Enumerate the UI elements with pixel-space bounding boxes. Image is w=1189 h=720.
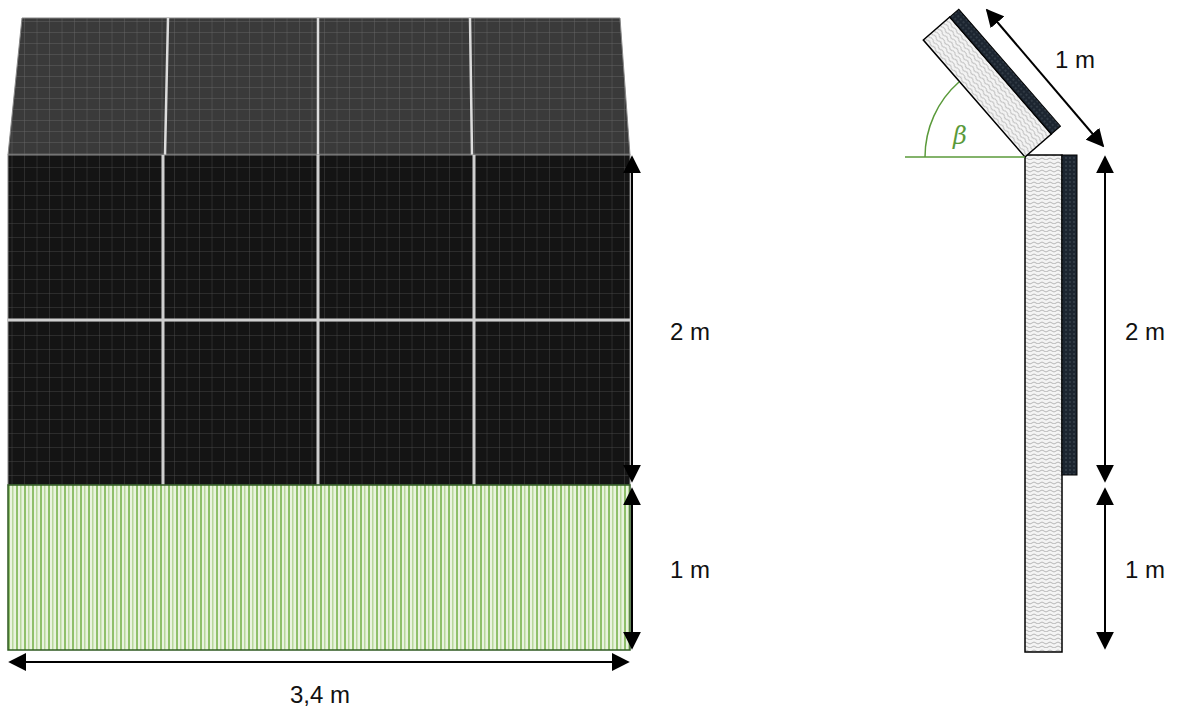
- dimension-label: 1 m: [1053, 47, 1097, 73]
- dimension-label: 2 m: [1123, 319, 1167, 345]
- dimension-label: 2 m: [668, 319, 712, 345]
- angle-label: β: [951, 123, 969, 149]
- dimension-label: 1 m: [668, 557, 712, 583]
- dimension-label: 3,4 m: [288, 682, 352, 708]
- dimension-label: 1 m: [1123, 557, 1167, 583]
